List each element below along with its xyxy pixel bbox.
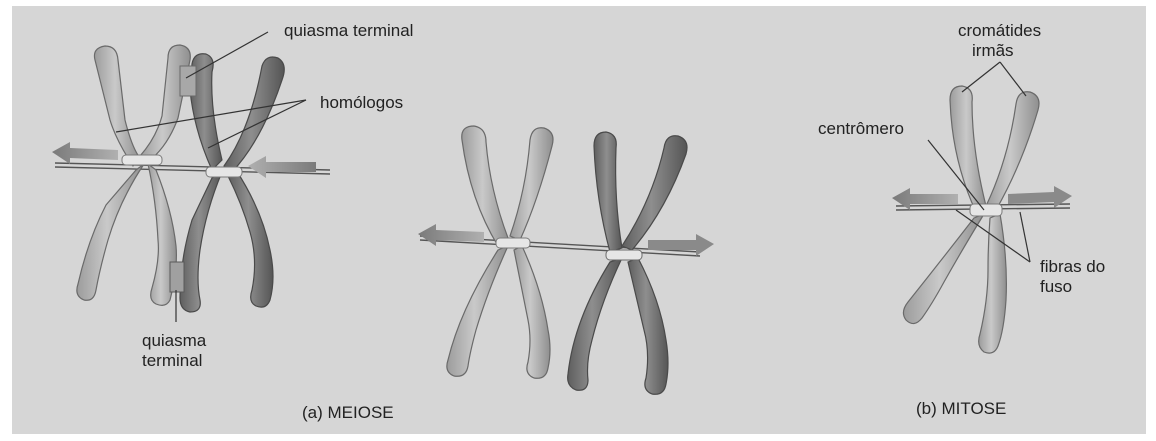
caption-mitosis: (b) MITOSE	[916, 399, 1006, 418]
label-sister-chromatids-line1: cromátides	[958, 21, 1041, 40]
label-homologs: homólogos	[320, 93, 403, 112]
terminal-chiasma	[180, 66, 196, 96]
label-terminal-chiasma-bottom-line1: quiasma	[142, 331, 207, 350]
centromere	[206, 167, 242, 177]
label-terminal-chiasma-top: quiasma terminal	[284, 21, 413, 40]
label-spindle-fibers-line2: fuso	[1040, 277, 1072, 296]
terminal-chiasma	[170, 262, 184, 292]
label-spindle-fibers-line1: fibras do	[1040, 257, 1105, 276]
label-terminal-chiasma-bottom-line2: terminal	[142, 351, 202, 370]
label-centromere: centrômero	[818, 119, 904, 138]
centromere	[122, 155, 162, 165]
label-sister-chromatids-line2: irmãs	[972, 41, 1014, 60]
centromere	[970, 204, 1002, 216]
caption-meiosis: (a) MEIOSE	[302, 403, 394, 422]
centromere	[496, 238, 530, 248]
centromere	[606, 250, 642, 260]
